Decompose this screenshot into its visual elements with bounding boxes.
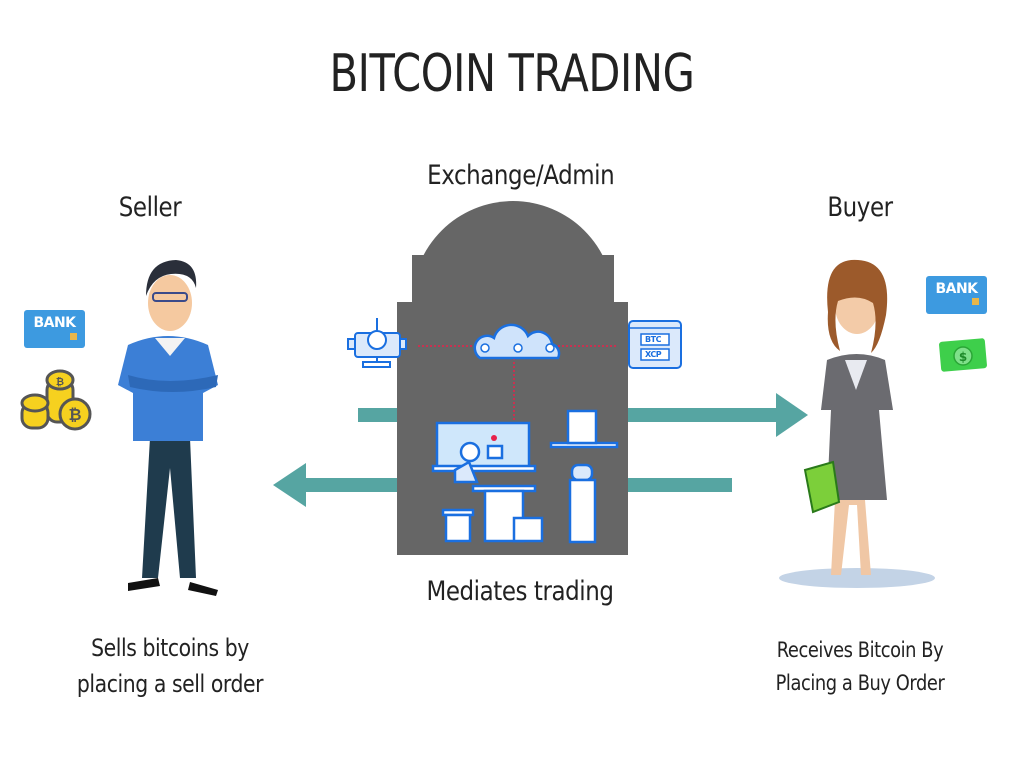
buyer-figure bbox=[779, 259, 935, 588]
cloud-icon bbox=[473, 323, 561, 360]
buyer-caption: Receives Bitcoin By Placing a Buy Order bbox=[750, 634, 971, 700]
buyer-bank-card-icon bbox=[926, 276, 987, 314]
svg-text:$: $ bbox=[959, 350, 967, 364]
currency-selector-window-icon bbox=[628, 320, 682, 369]
buyer-bank-card-text: BANK bbox=[935, 281, 978, 297]
seller-bank-card-icon bbox=[24, 310, 85, 348]
buyer-caption-line1: Receives Bitcoin By bbox=[776, 638, 944, 662]
dropdown-xcp: XCP bbox=[644, 350, 662, 359]
operator-desk-icon bbox=[431, 409, 619, 544]
svg-text:₿: ₿ bbox=[68, 405, 81, 424]
cash-money-icon: $ bbox=[939, 338, 987, 372]
seller-label: Seller bbox=[118, 192, 182, 223]
bitcoin-coins-icon: ₿ ₿ bbox=[20, 369, 92, 431]
seller-caption-line2: placing a sell order bbox=[76, 670, 264, 698]
svg-text:₿: ₿ bbox=[56, 376, 64, 388]
seller-caption-line1: Sells bitcoins by bbox=[91, 634, 249, 662]
seller-caption: Sells bitcoins by placing a sell order bbox=[60, 630, 281, 702]
exchange-caption: Mediates trading bbox=[426, 576, 614, 607]
buyer-label: Buyer bbox=[827, 192, 893, 223]
buyer-caption-line2: Placing a Buy Order bbox=[775, 671, 945, 695]
exchange-label: Exchange/Admin bbox=[427, 160, 615, 191]
seller-figure bbox=[118, 260, 218, 596]
server-robot-icon bbox=[347, 318, 407, 368]
page-title: BITCOIN TRADING bbox=[329, 44, 695, 104]
seller-bank-card-text: BANK bbox=[33, 315, 76, 331]
dropdown-btc: BTC bbox=[645, 335, 661, 344]
